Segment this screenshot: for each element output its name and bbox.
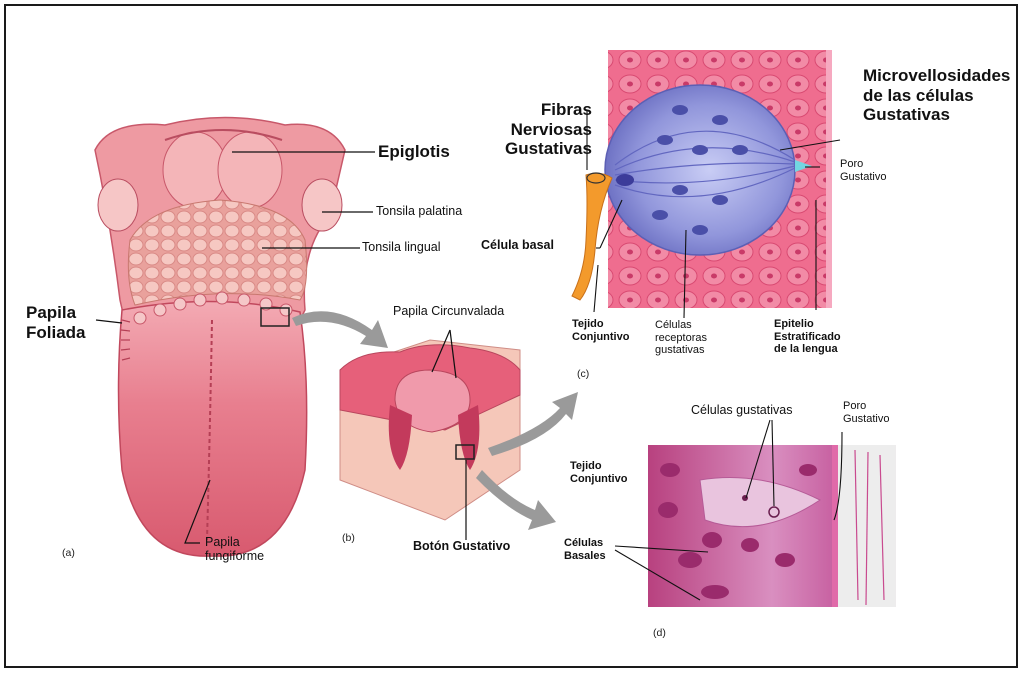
taste-bud-illustration xyxy=(572,50,832,308)
label-papila-circunvalada: Papila Circunvalada xyxy=(393,304,504,318)
label-celulas-gustativas: Células gustativas xyxy=(691,403,792,417)
label-epiglotis: Epiglotis xyxy=(378,142,450,162)
panel-label-b: (b) xyxy=(342,532,355,544)
circumvallate-block xyxy=(340,330,520,540)
histology-micrograph xyxy=(648,445,896,607)
label-tonsila-palatina: Tonsila palatina xyxy=(376,204,462,218)
label-tonsila-lingual: Tonsila lingual xyxy=(362,240,441,254)
panel-label-d: (d) xyxy=(653,627,666,639)
label-celula-basal: Célula basal xyxy=(481,238,554,252)
panel-label-c: (c) xyxy=(577,368,589,380)
label-boton-gustativo: Botón Gustativo xyxy=(413,539,510,553)
tongue-illustration xyxy=(95,118,345,557)
panel-label-a: (a) xyxy=(62,547,75,559)
